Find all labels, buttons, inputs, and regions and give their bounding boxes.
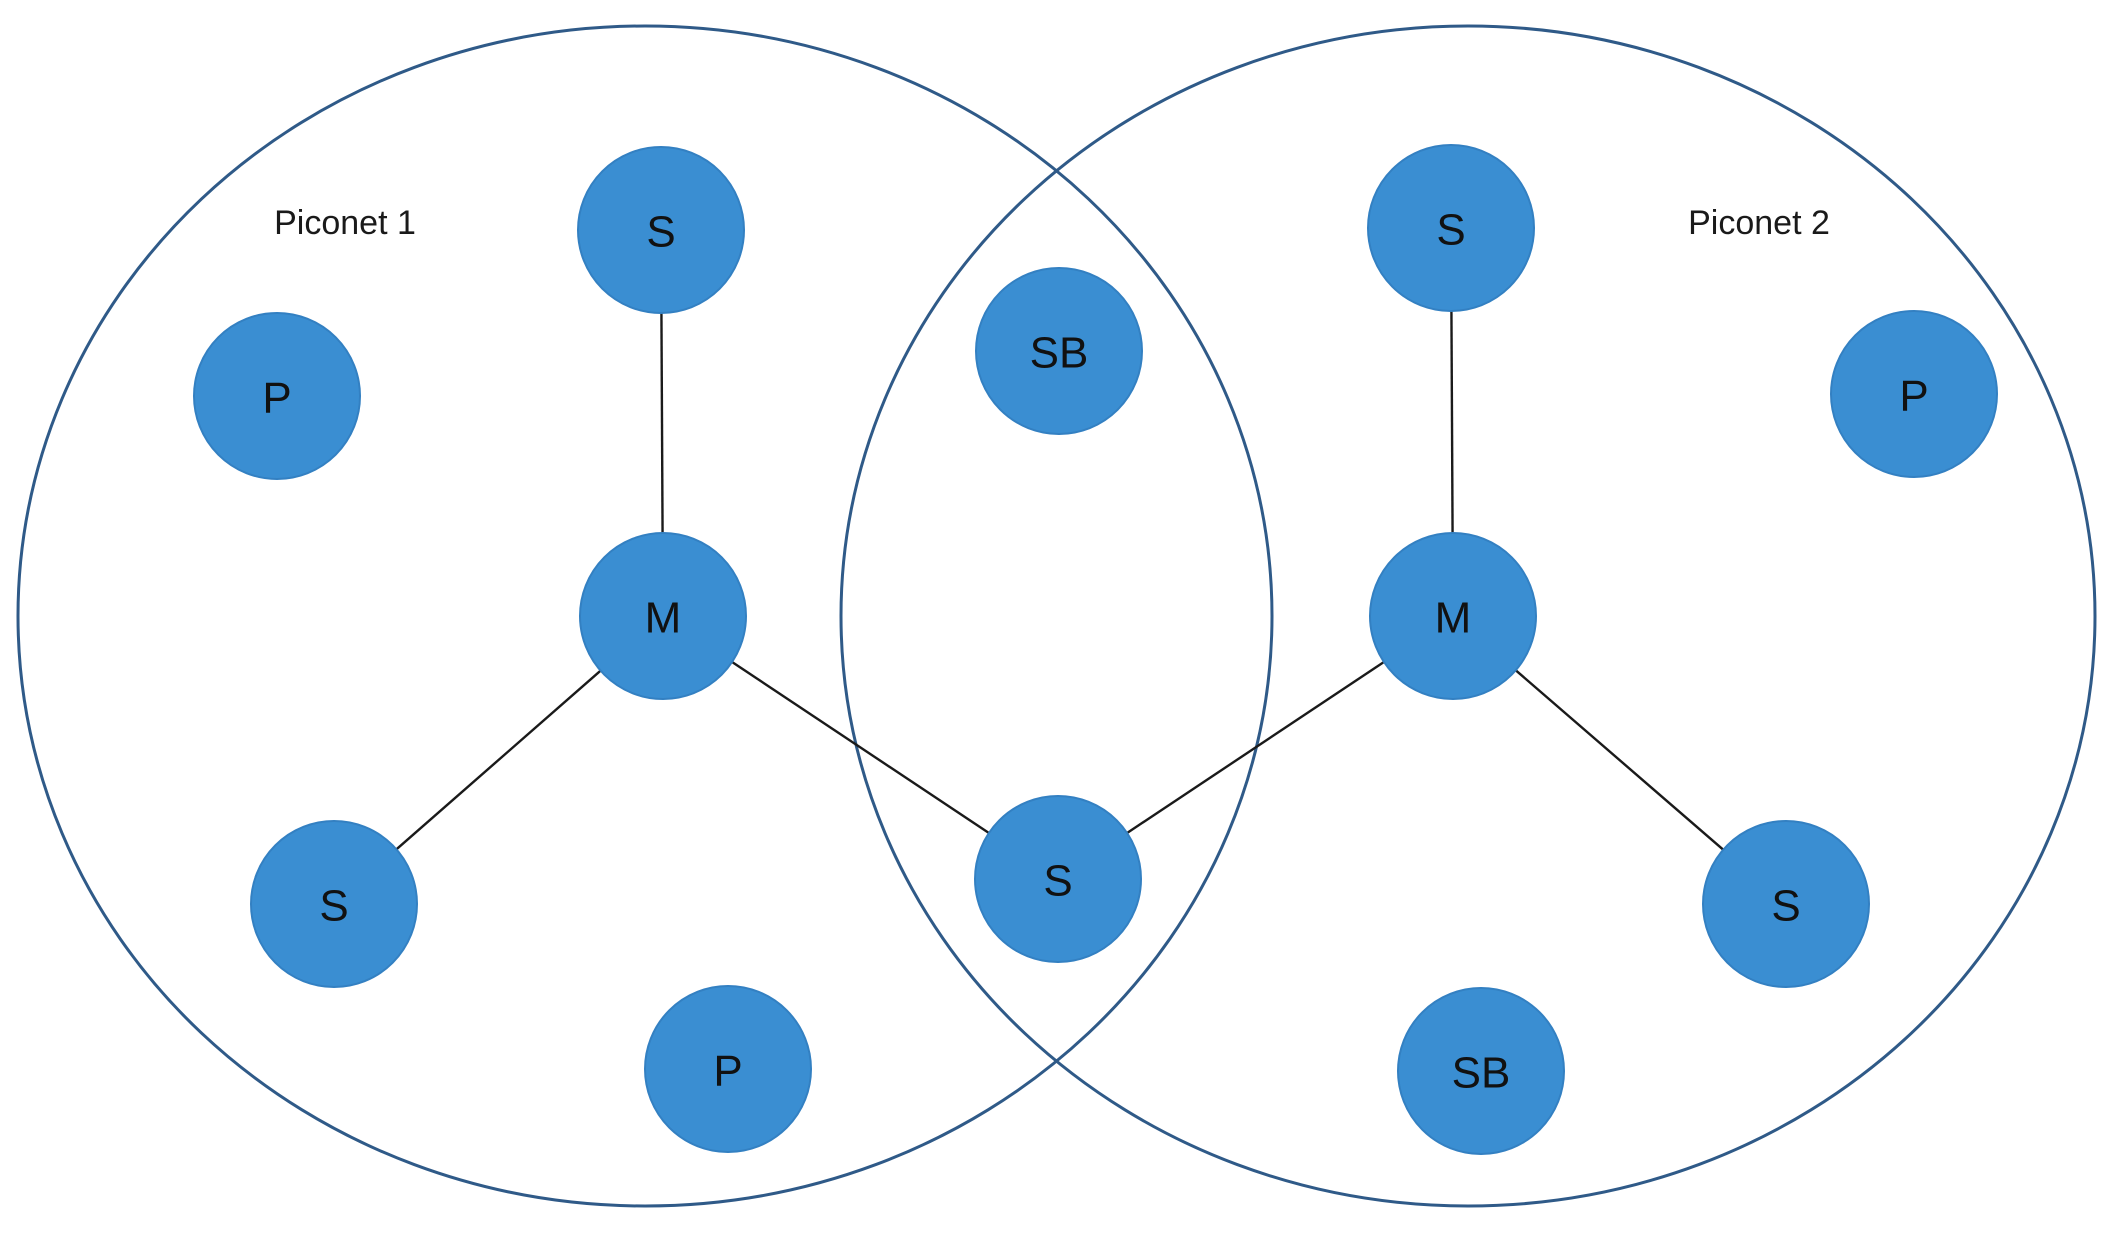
piconet-1-parked-bottom-node: P <box>644 985 812 1153</box>
link-p1-m-to-p1-s-bottom <box>395 669 602 851</box>
node-label: P <box>713 1047 742 1096</box>
node-label: P <box>262 374 291 423</box>
links-group <box>395 310 1725 851</box>
piconet-1-boundary <box>16 24 1274 1208</box>
piconet-2-boundary <box>839 24 2097 1208</box>
node-label: S <box>1771 882 1800 931</box>
link-p1-m-to-shared-s <box>731 661 990 834</box>
node-label: M <box>645 594 682 643</box>
node-label: S <box>646 208 675 257</box>
piconet-2-master-node: M <box>1369 532 1537 700</box>
link-p2-m-to-shared-s <box>1126 661 1385 834</box>
node-label: SB <box>1030 329 1089 378</box>
piconet-1-slave-bottom-node: S <box>250 820 418 988</box>
piconet-2-parked-right-node: P <box>1830 310 1998 478</box>
piconet-2-slave-top-node: S <box>1367 144 1535 312</box>
node-label: M <box>1435 594 1472 643</box>
piconet-1-label: Piconet 1 <box>274 204 416 242</box>
piconet-1-master-node: M <box>579 532 747 700</box>
piconet-1-parked-left-node: P <box>193 312 361 480</box>
link-p1-m-to-p1-s-top <box>660 312 664 534</box>
nodes-group: S P M S P SB S S <box>193 144 1998 1155</box>
link-p2-m-to-p2-s-top <box>1450 310 1454 534</box>
node-label: S <box>1436 206 1465 255</box>
piconet-1-slave-top-node: S <box>577 146 745 314</box>
node-label: P <box>1899 372 1928 421</box>
node-label: S <box>1043 857 1072 906</box>
shared-bridge-slave-node: S <box>974 795 1142 963</box>
piconet-2-slave-bottom-node: S <box>1702 820 1870 988</box>
piconet-2-standby-bottom-node: SB <box>1397 987 1565 1155</box>
node-label: S <box>319 882 348 931</box>
link-p2-m-to-p2-s-bottom <box>1514 669 1725 851</box>
shared-standby-node: SB <box>975 267 1143 435</box>
node-label: SB <box>1452 1049 1511 1098</box>
piconet-2-label: Piconet 2 <box>1688 204 1830 242</box>
